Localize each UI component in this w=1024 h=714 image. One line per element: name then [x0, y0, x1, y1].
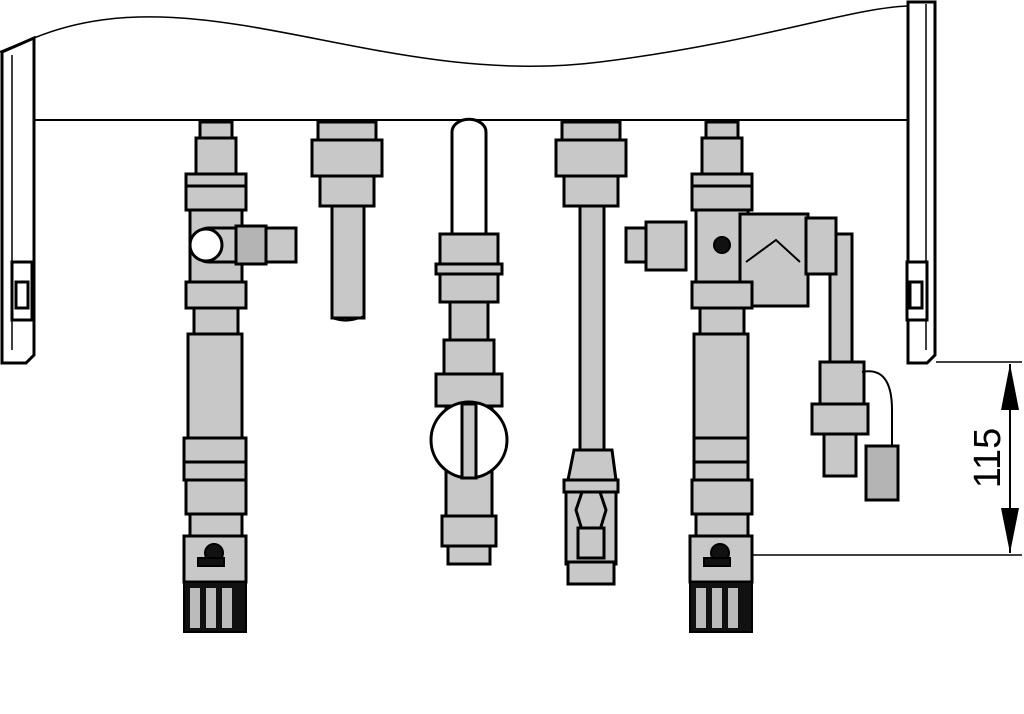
valve-screw-icon	[713, 236, 731, 254]
pipe-assembly-1	[182, 120, 298, 633]
pipe-assembly-3	[429, 117, 509, 566]
right-mounting-bracket	[905, 0, 937, 365]
drain-knob-icon	[703, 543, 731, 567]
pipe-assembly-2	[310, 120, 384, 322]
dimension-arrow-top	[1001, 364, 1019, 410]
pipe-assembly-4	[554, 120, 628, 586]
dimension-arrow-bottom	[1001, 508, 1019, 553]
drain-knob-icon	[197, 543, 225, 567]
pipe-assembly-5	[624, 120, 900, 633]
dimension-115: 115	[752, 361, 1022, 556]
left-mounting-bracket	[0, 35, 36, 365]
boiler-housing	[0, 5, 909, 121]
dimension-label: 115	[967, 428, 1009, 489]
